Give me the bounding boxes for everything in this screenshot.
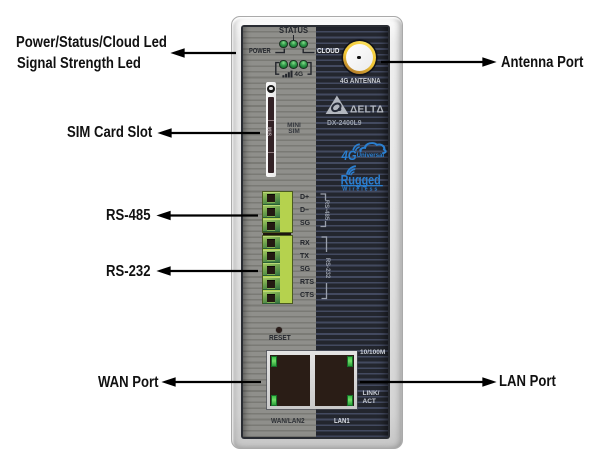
svg-text:4G: 4G <box>341 148 357 163</box>
svg-text:Rugged: Rugged <box>341 172 381 187</box>
svg-text:Universal: Universal <box>357 152 385 159</box>
svg-text:ΔELTΔ: ΔELTΔ <box>350 105 384 116</box>
svg-text:Wireless: Wireless <box>342 186 379 192</box>
